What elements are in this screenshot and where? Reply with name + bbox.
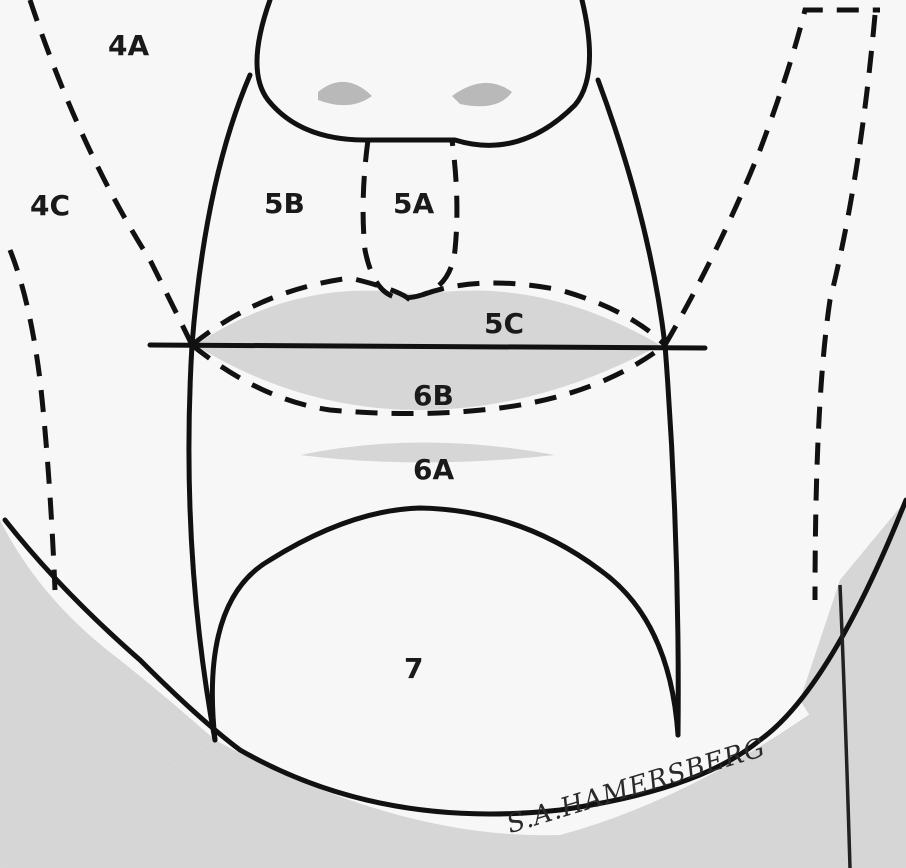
label-7: 7 [404,655,423,683]
label-4c: 4C [30,192,70,220]
label-5c: 5C [484,310,524,338]
label-5a: 5A [393,190,434,218]
label-5b: 5B [264,190,305,218]
label-6a: 6A [413,456,454,484]
label-6b: 6B [413,382,454,410]
commissure-line [150,345,705,348]
label-4a: 4A [108,32,149,60]
